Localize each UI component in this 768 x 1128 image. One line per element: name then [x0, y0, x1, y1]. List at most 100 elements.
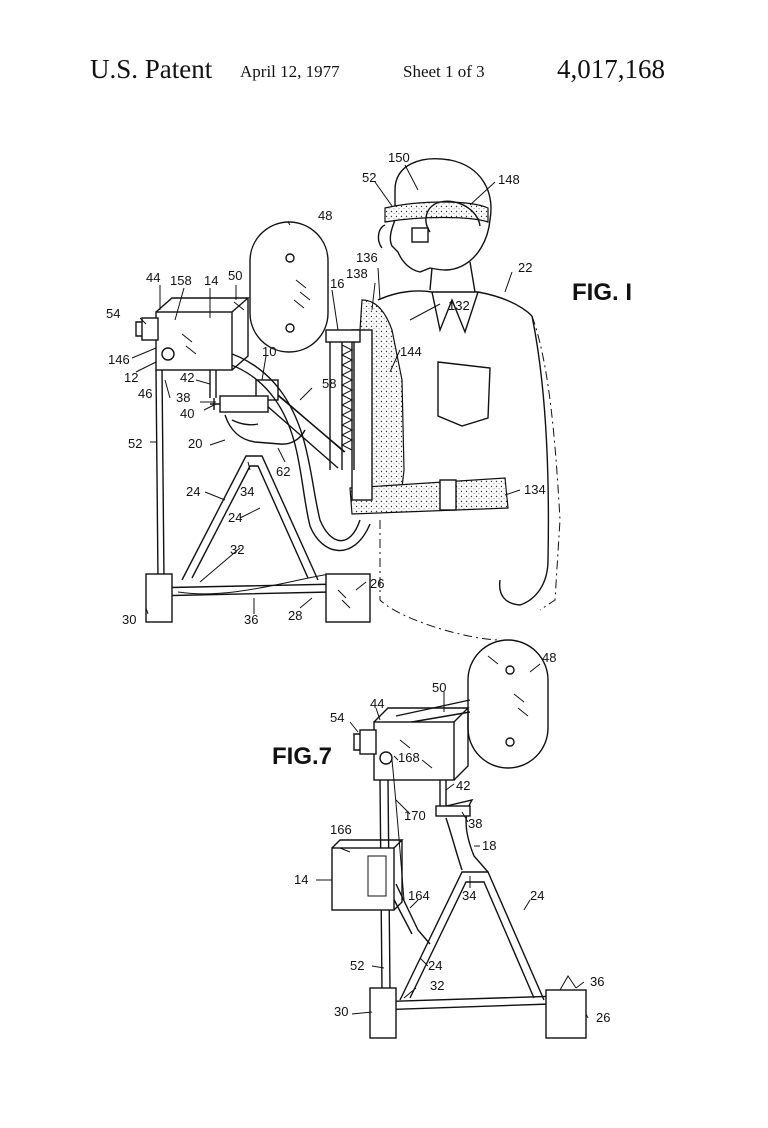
shirt-pocket: [437, 361, 491, 427]
ref-label: 144: [400, 344, 422, 359]
figure-7-drawing: [316, 639, 589, 1039]
reservoir-port-bottom-7: [505, 737, 515, 747]
a-frame-inner-7: [409, 881, 535, 999]
control-box-edge: [331, 839, 404, 911]
foot-shading: [337, 589, 351, 609]
collar-38: [435, 805, 471, 817]
ref-label: 34: [462, 888, 476, 903]
spray-nozzle: [141, 317, 159, 341]
ref-label: 30: [334, 1004, 348, 1019]
ref-label: 26: [596, 1010, 610, 1025]
operator-shirt: [379, 315, 561, 641]
ref-label: 22: [518, 260, 532, 275]
a-frame: [181, 455, 319, 581]
ref-label: 164: [408, 888, 430, 903]
foot-26: [325, 573, 371, 623]
ref-label: 42: [456, 778, 470, 793]
control-box-166: [331, 847, 395, 911]
figure-7-label: FIG.7: [272, 743, 332, 770]
operator-shoulders: [377, 290, 533, 317]
fig1-leaders: [131, 164, 521, 615]
oval-reservoir: [249, 221, 329, 353]
spring-coil: [340, 344, 354, 451]
operator-hand: [224, 414, 306, 445]
gun-shading: [181, 301, 245, 355]
shirt-collar: [431, 291, 479, 335]
ref-label: 16: [330, 276, 344, 291]
oval-reservoir-7: [467, 639, 549, 769]
ref-label: 32: [230, 542, 244, 557]
ref-label: 24: [428, 958, 442, 973]
tool-head: [219, 395, 269, 413]
ref-label: 46: [138, 386, 152, 401]
ref-label: 138: [346, 266, 368, 281]
sheet-header: U.S. Patent April 12, 1977 Sheet 1 of 3 …: [0, 54, 768, 94]
stand-leg-left: [155, 369, 165, 581]
figure-7-labels: 48 50 44 54 168 42 170 38 166 18 14 164 …: [294, 650, 610, 1025]
ref-label: 52: [350, 958, 364, 973]
reservoir-shading-7: [487, 655, 529, 717]
neck-18: [437, 798, 489, 873]
a-frame-inner: [191, 465, 309, 579]
stand-post-7: [439, 780, 447, 806]
reservoir-port-top: [285, 253, 295, 263]
reservoir-shading: [293, 279, 311, 309]
a-frame-7: [399, 871, 545, 1001]
ref-label: 168: [398, 750, 420, 765]
cable-36: [177, 573, 331, 595]
operator-head: [389, 158, 492, 273]
spray-gun-body: [155, 311, 233, 371]
ref-label: 28: [288, 608, 302, 623]
ref-label: 62: [276, 464, 290, 479]
ref-label: 36: [590, 974, 604, 989]
ref-label: 40: [180, 406, 194, 421]
foot-30-7: [369, 987, 397, 1039]
ref-label: 38: [176, 390, 190, 405]
nozzle-knob-7: [353, 733, 360, 751]
ref-label: 52: [128, 436, 142, 451]
ref-label: 32: [430, 978, 444, 993]
ref-label: 44: [370, 696, 384, 711]
reservoir-port-bottom: [285, 323, 295, 333]
ref-label: 24: [530, 888, 544, 903]
sheet-number: Sheet 1 of 3: [403, 62, 485, 81]
ref-label: 54: [106, 306, 120, 321]
ref-label: 50: [228, 268, 242, 283]
operator-arm: [498, 315, 550, 606]
ref-label: 10: [262, 344, 276, 359]
gun-shading-7: [399, 739, 433, 769]
spray-nozzle-7: [359, 729, 377, 755]
ref-label: 30: [122, 612, 136, 627]
ref-label: 58: [322, 376, 336, 391]
base-rail-7: [371, 995, 561, 1011]
ref-label: 170: [404, 808, 426, 823]
ref-label: 26: [370, 576, 384, 591]
stand-post: [209, 370, 217, 398]
head-lamp: [411, 227, 429, 243]
ref-label: 134: [524, 482, 546, 497]
nozzle-knob: [135, 321, 142, 337]
ref-label: 44: [146, 270, 160, 285]
ref-label: 38: [468, 816, 482, 831]
ref-label: 158: [170, 273, 192, 288]
cable-36-7: [559, 975, 577, 991]
ref-label: 50: [432, 680, 446, 695]
ref-label: 34: [240, 484, 254, 499]
mount-plate: [351, 329, 373, 501]
hose-fitting: [161, 347, 175, 361]
figure-1-drawing: [131, 158, 561, 641]
ref-label: 146: [108, 352, 130, 367]
patent-title: U.S. Patent: [90, 54, 213, 84]
ref-label: 52: [362, 170, 376, 185]
foot-30: [145, 573, 173, 623]
ref-label: 24: [228, 510, 242, 525]
ref-label: 132: [448, 298, 470, 313]
ref-label: 54: [330, 710, 344, 725]
headband: [384, 201, 489, 223]
ref-label: 18: [482, 838, 496, 853]
spray-gun-top-7: [373, 707, 470, 781]
ref-label: 136: [356, 250, 378, 265]
ref-label: 36: [244, 612, 258, 627]
spring-rail: [329, 338, 355, 470]
